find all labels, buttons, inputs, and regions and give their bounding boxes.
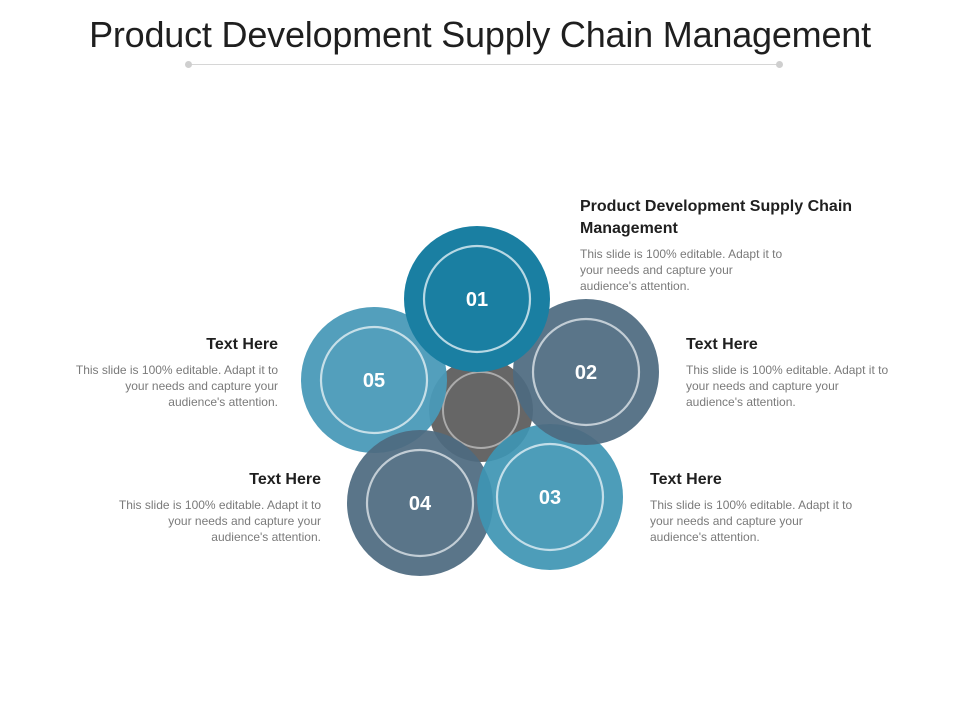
text-block-05: Text Here This slide is 100% editable. A…: [73, 334, 278, 410]
text-block-01-heading: Product Development Supply Chain Managem…: [580, 198, 853, 237]
text-block-02-heading: Text Here: [686, 336, 758, 353]
circle-03: 03: [477, 424, 623, 570]
title-divider: [188, 64, 780, 65]
text-block-02-body: This slide is 100% editable. Adapt it to…: [686, 363, 889, 409]
text-block-05-body: This slide is 100% editable. Adapt it to…: [75, 363, 278, 409]
divider-dot-left: [185, 61, 192, 68]
text-block-01: Product Development Supply Chain Managem…: [580, 196, 860, 294]
divider-dot-right: [776, 61, 783, 68]
circle-04: 04: [347, 430, 493, 576]
circle-02-number: 02: [575, 362, 597, 384]
center-inner-ring: [442, 371, 520, 449]
text-block-03-body: This slide is 100% editable. Adapt it to…: [650, 498, 853, 544]
text-block-01-body: This slide is 100% editable. Adapt it to…: [580, 247, 783, 293]
circle-05: 05: [301, 307, 447, 453]
text-block-04-heading: Text Here: [249, 471, 321, 488]
text-block-04-body: This slide is 100% editable. Adapt it to…: [118, 498, 321, 544]
text-block-04: Text Here This slide is 100% editable. A…: [116, 469, 321, 545]
slide-title: Product Development Supply Chain Managem…: [89, 14, 871, 55]
center-circle: [429, 358, 533, 462]
text-block-02: Text Here This slide is 100% editable. A…: [686, 334, 891, 410]
text-block-03-heading: Text Here: [650, 471, 722, 488]
text-block-03: Text Here This slide is 100% editable. A…: [650, 469, 855, 545]
circle-01: 01: [404, 226, 550, 372]
circle-02: 02: [513, 299, 659, 445]
circle-01-number: 01: [466, 289, 488, 311]
circle-05-number: 05: [363, 370, 385, 392]
circle-04-number: 04: [409, 493, 432, 515]
circle-03-number: 03: [539, 487, 561, 509]
text-block-05-heading: Text Here: [206, 336, 278, 353]
